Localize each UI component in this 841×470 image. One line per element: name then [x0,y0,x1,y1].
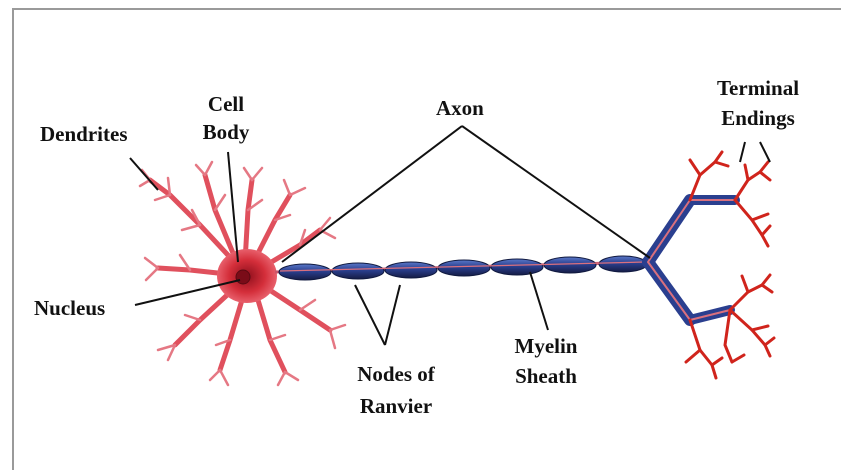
axon-terminal-branches [648,200,735,320]
dendrites-leader [130,158,158,190]
terminal-label-line1: Terminal [698,76,818,100]
axon-leader-left [282,126,462,262]
nodes-leader-right [385,285,400,345]
nodes-leader-left [355,285,385,345]
myelin-segments [279,256,647,280]
cell-body-label-line1: Cell [196,92,256,116]
terminal-leader-right [760,142,770,162]
axon-label: Axon [436,96,484,120]
myelin-label-line2: Sheath [496,364,596,388]
terminal-label-line2: Endings [698,106,818,130]
myelin-leader [530,272,548,330]
terminal-leader-left [740,142,745,162]
terminal-endings-shape [686,152,774,378]
nodes-label-line2: Ranvier [336,394,456,418]
myelin-label-line1: Myelin [496,334,596,358]
axon-leader-right [462,126,650,258]
nodes-label-line1: Nodes of [336,362,456,386]
nucleus-shape [236,270,250,284]
dendrites-label: Dendrites [40,122,128,146]
nucleus-label: Nucleus [34,296,105,320]
cell-body-label-line2: Body [196,120,256,144]
